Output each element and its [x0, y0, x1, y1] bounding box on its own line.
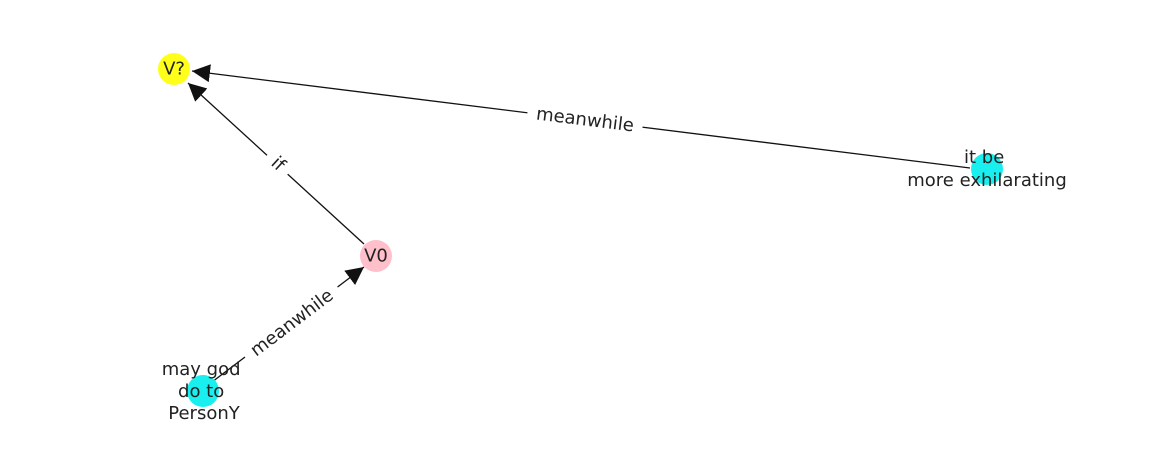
- node-v0-circle: [360, 240, 392, 272]
- node-god: may god do to PersonY: [162, 359, 247, 424]
- edge-v0-to-vq: if: [187, 82, 365, 245]
- edges: meanwhile if meanwhile: [187, 64, 971, 383]
- node-god-circle: [187, 375, 219, 407]
- edge-label-meanwhile-bottom: meanwhile: [246, 285, 337, 361]
- node-v0-label: V0: [364, 246, 388, 267]
- node-v0: V0: [360, 240, 392, 272]
- edge-exhilarating-to-vq: meanwhile: [191, 64, 971, 169]
- node-exhilarating-circle: [971, 153, 1003, 185]
- node-god-label: may god do to PersonY: [162, 359, 247, 424]
- node-vq: V?: [158, 53, 190, 85]
- node-exhilarating-line-1: it be: [964, 147, 1004, 168]
- node-god-line-1: may god: [162, 359, 241, 380]
- node-exhilarating: it be more exhilarating: [907, 147, 1067, 191]
- node-vq-label: V?: [163, 59, 185, 80]
- node-god-line-3: PersonY: [168, 403, 240, 424]
- node-vq-circle: [158, 53, 190, 85]
- node-exhilarating-label: it be more exhilarating: [907, 147, 1067, 191]
- node-god-line-2: do to: [178, 381, 224, 402]
- nodes: V? V0 it be more exhilarating may god do…: [158, 53, 1067, 424]
- node-exhilarating-line-2: more exhilarating: [907, 170, 1067, 191]
